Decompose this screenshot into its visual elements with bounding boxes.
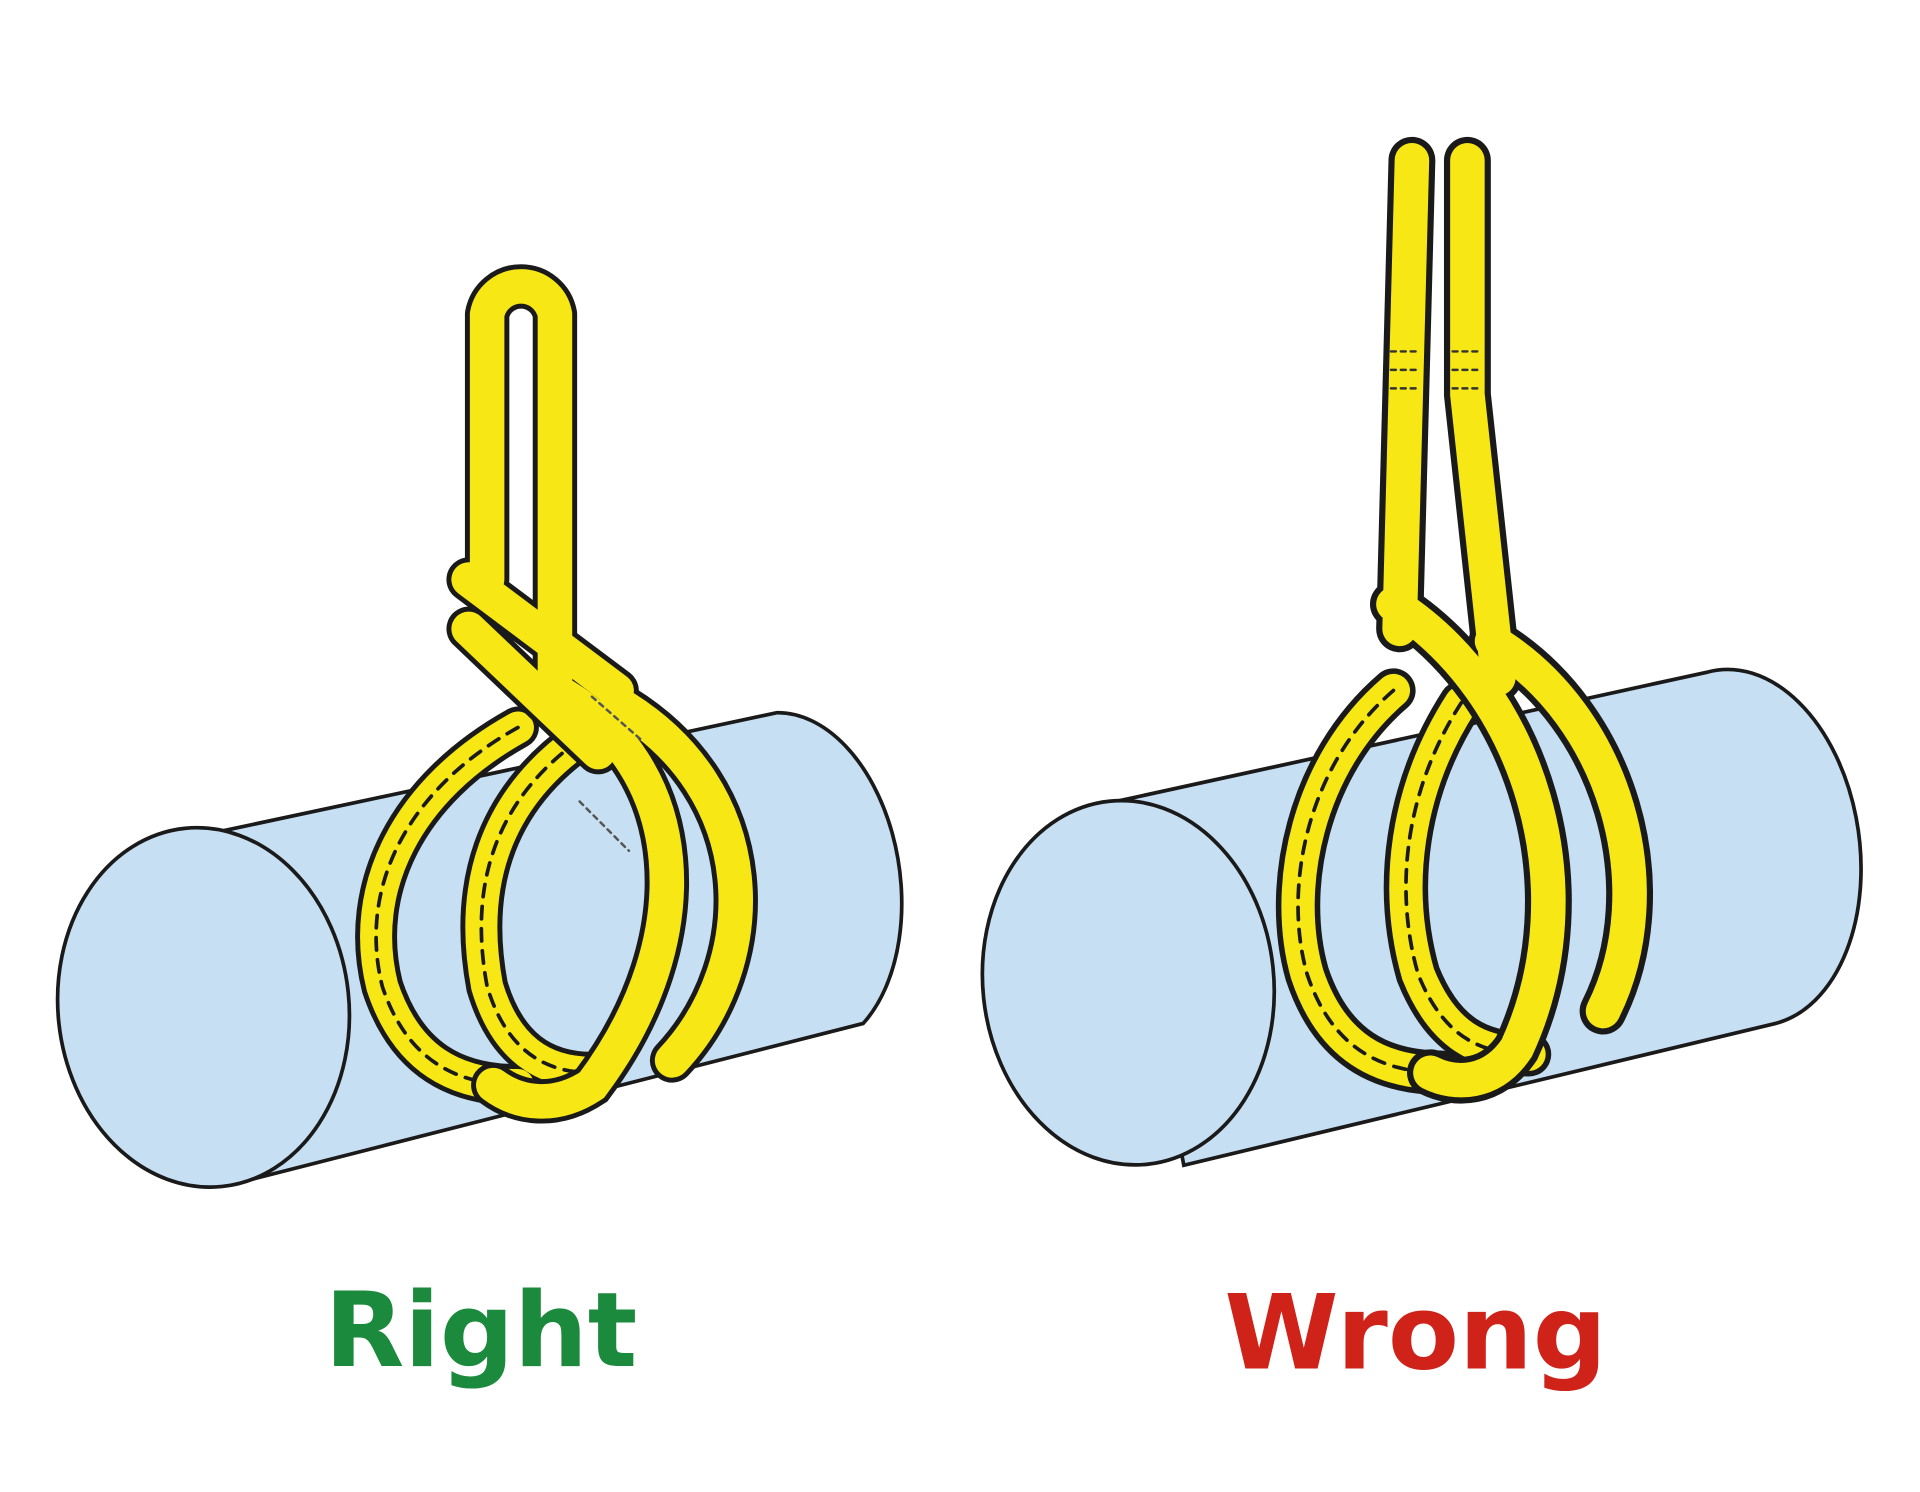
right-label: Right — [325, 1271, 638, 1391]
right-sling — [355, 264, 758, 1124]
right-method-illustration: Right — [55, 264, 904, 1391]
wrong-sling — [1275, 136, 1653, 1104]
wrong-label: Wrong — [1224, 1274, 1607, 1394]
wrong-method-illustration: Wrong — [980, 136, 1863, 1394]
